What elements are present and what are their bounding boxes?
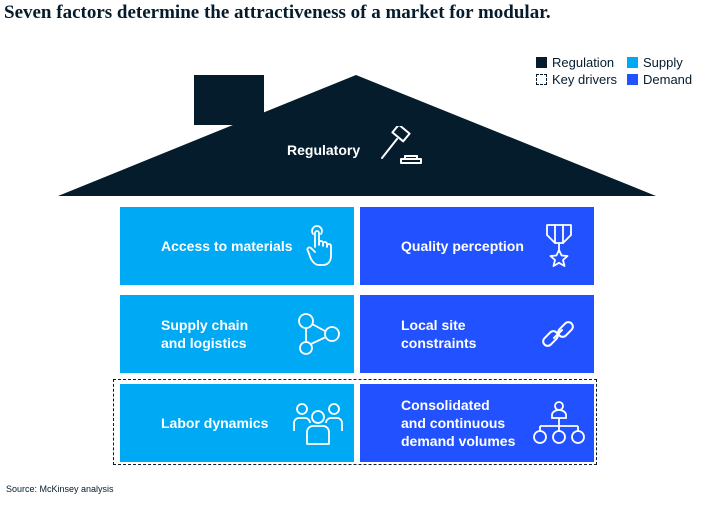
factor-consolidated-demand: Consolidated and continuous demand volum…: [360, 384, 594, 462]
legend-key-drivers-label: Key drivers: [552, 72, 618, 87]
regulatory-label: Regulatory: [287, 142, 361, 158]
legend-supply-label: Supply: [643, 55, 683, 70]
factor-labor-label: Labor dynamics: [161, 415, 269, 431]
touch-icon: [306, 225, 332, 266]
factor-access-label: Access to materials: [161, 238, 293, 254]
legend-regulation-label: Regulation: [552, 55, 615, 70]
hierarchy-icon: [533, 401, 585, 444]
factor-access-to-materials: Access to materials: [120, 207, 354, 285]
source-note: Source: McKinsey analysis: [6, 484, 114, 494]
chain-link-icon: [542, 321, 574, 347]
chimney: [194, 75, 264, 125]
factor-local-site-constraints: Local site constraints: [360, 295, 594, 373]
factor-supply-chain: Supply chain and logistics: [120, 295, 354, 373]
people-icon: [293, 403, 343, 445]
network-icon: [298, 313, 340, 355]
legend-key-drivers: Key drivers: [536, 72, 617, 87]
factor-consolidated-label: Consolidated and continuous demand volum…: [401, 397, 516, 449]
gavel-icon: [381, 126, 422, 164]
demand-swatch: [627, 74, 638, 85]
legend-regulation: Regulation: [536, 55, 614, 70]
regulation-swatch: [536, 57, 547, 68]
medal-icon: [546, 224, 572, 267]
factor-labor-dynamics: Labor dynamics: [120, 384, 354, 462]
legend-supply: Supply: [627, 55, 683, 70]
supply-swatch: [627, 57, 638, 68]
factor-quality-perception: Quality perception: [360, 207, 594, 285]
key-drivers-outline: [113, 379, 597, 465]
factor-local-site-label: Local site constraints: [401, 317, 477, 351]
roof-shape: [58, 75, 656, 196]
factor-quality-label: Quality perception: [401, 238, 524, 254]
key-drivers-swatch: [536, 74, 547, 85]
legend-demand-label: Demand: [643, 72, 693, 87]
page-title: Seven factors determine the attractivene…: [4, 2, 551, 23]
legend-demand: Demand: [627, 72, 692, 87]
factor-supply-chain-label: Supply chain and logistics: [161, 317, 249, 351]
